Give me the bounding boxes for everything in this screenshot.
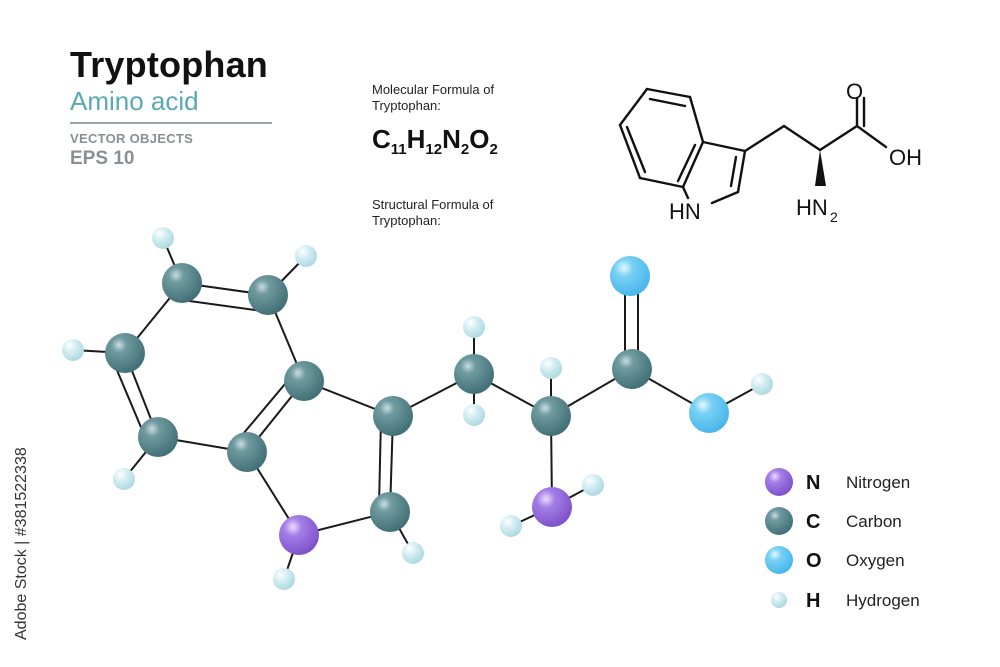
carbon-atom [105,333,145,373]
legend-symbol: C [806,511,820,533]
legend-name: Carbon [846,512,902,531]
divider [70,122,272,124]
amine-subscript: 2 [830,209,838,225]
formula-count: 2 [489,141,498,158]
carbon-atom [531,396,571,436]
legend-symbol: O [806,550,822,572]
legend-name: Nitrogen [846,473,910,492]
hydrogen-atom [273,568,295,590]
atoms [62,227,773,590]
legend-symbol: H [806,590,820,612]
hydrogen-atom [463,404,485,426]
carbon-atom [227,432,267,472]
hydrogen-atom [500,515,522,537]
vector-objects-label: VECTOR OBJECTS [70,131,194,146]
stock-id-watermark: Adobe Stock | #381522338 [13,447,30,640]
oxygen-atom [610,256,650,296]
legend-oxygen-swatch [765,546,793,574]
formula-count: 11 [390,141,407,158]
hydrogen-atom [152,227,174,249]
formula-element: O [469,124,490,154]
molecular-formula-label-2: Tryptophan: [372,98,441,113]
legend-nitrogen-swatch [765,468,793,496]
legend: N Nitrogen C Carbon O Oxygen H Hydrogen [765,468,920,612]
formula-count: 12 [425,141,443,158]
carbon-atom [138,417,178,457]
hydrogen-atom [62,339,84,361]
carbon-atom [612,349,652,389]
legend-carbon-swatch [765,507,793,535]
legend-symbol: N [806,472,820,494]
formula-count: 2 [460,141,470,158]
oxygen-label: O [846,79,863,104]
page-subtitle: Amino acid [70,86,199,116]
molecular-formula: C11H12N2O2 [372,124,498,158]
formula-element: H [406,124,426,154]
hydrogen-atom [463,316,485,338]
hydrogen-atom [402,542,424,564]
hydrogen-atom [295,245,317,267]
carbon-atom [162,263,202,303]
carbon-atom [370,492,410,532]
legend-hydrogen-swatch [771,592,787,608]
hydrogen-atom [540,357,562,379]
indole-nh-label: HN [669,199,701,224]
hydrogen-atom [751,373,773,395]
eps-label: EPS 10 [70,148,135,169]
carbon-atom [248,275,288,315]
oxygen-atom [689,393,729,433]
nitrogen-atom [279,515,319,555]
amine-label: HN [796,195,828,220]
molecular-formula-label: Molecular Formula of [372,82,495,97]
formula-element: C [372,124,391,154]
structural-formula-label: Structural Formula of [372,197,494,212]
formula-element: N [442,124,461,154]
legend-name: Oxygen [846,551,905,570]
carbon-atom [373,396,413,436]
page-title: Tryptophan [70,44,268,85]
carbon-atom [454,354,494,394]
hydrogen-atom [113,468,135,490]
carbon-atom [284,361,324,401]
legend-name: Hydrogen [846,591,920,610]
hydroxyl-label: OH [889,145,922,170]
structural-formula-label-2: Tryptophan: [372,213,441,228]
nitrogen-atom [532,487,572,527]
hydrogen-atom [582,474,604,496]
